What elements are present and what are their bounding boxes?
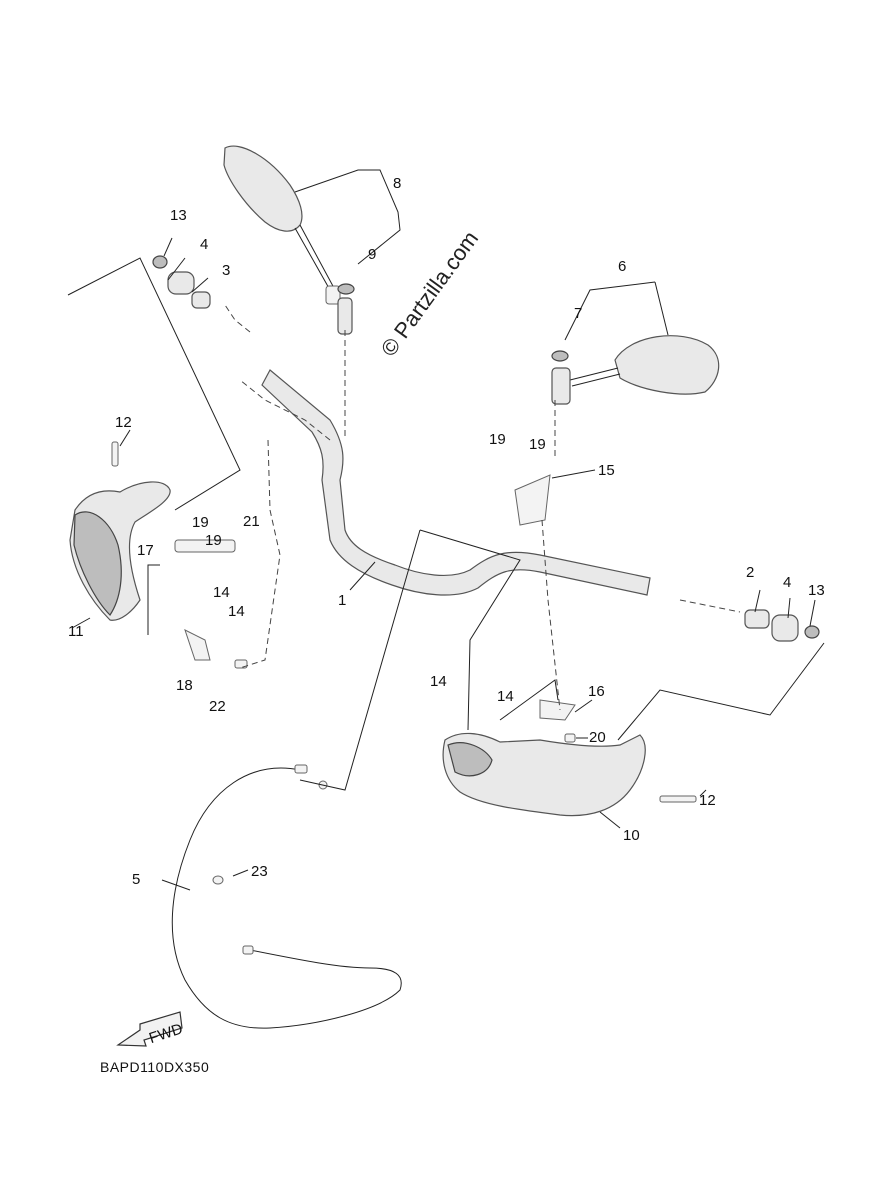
callout-19: 19 <box>192 514 209 531</box>
hardware-parts <box>111 441 697 885</box>
callout-1: 1 <box>338 592 346 609</box>
callout-8: 8 <box>393 175 401 192</box>
callout-12: 12 <box>699 792 716 809</box>
callout-19: 19 <box>529 436 546 453</box>
callout-11: 11 <box>68 623 84 640</box>
callout-13: 13 <box>170 207 187 224</box>
callout-18: 18 <box>176 677 193 694</box>
right-grip-parts <box>744 609 820 642</box>
callout-14: 14 <box>213 584 230 601</box>
callout-17: 17 <box>137 542 154 559</box>
left-mirror-part <box>223 145 355 335</box>
callout-13: 13 <box>808 582 825 599</box>
callout-20: 20 <box>589 729 606 746</box>
callout-10: 10 <box>623 827 640 844</box>
right-handguard-part <box>442 732 646 817</box>
callout-19: 19 <box>489 431 506 448</box>
watermark-text: © Partzilla.com <box>376 226 483 361</box>
callout-22: 22 <box>209 698 226 715</box>
callout-21: 21 <box>243 513 260 530</box>
callout-labels: 8 9 13 4 3 6 7 12 19 19 15 19 21 19 17 1… <box>68 175 825 888</box>
callout-7: 7 <box>574 305 582 322</box>
callout-9: 9 <box>368 246 376 263</box>
callout-14: 14 <box>497 688 514 705</box>
left-handguard-part <box>69 481 171 621</box>
fwd-arrow-icon: FWD <box>116 1011 185 1047</box>
callout-12: 12 <box>115 414 132 431</box>
callout-4: 4 <box>200 236 208 253</box>
callout-16: 16 <box>588 683 605 700</box>
callout-2: 2 <box>746 564 754 581</box>
leader-lines <box>67 169 825 891</box>
callout-5: 5 <box>132 871 140 888</box>
callout-19: 19 <box>205 532 222 549</box>
callout-15: 15 <box>598 462 615 479</box>
callout-23: 23 <box>251 863 268 880</box>
callout-6: 6 <box>618 258 626 275</box>
callout-4: 4 <box>783 574 791 591</box>
handlebar-part <box>261 369 651 596</box>
clutch-cable-part <box>171 764 402 1029</box>
left-grip-parts <box>152 255 211 309</box>
callout-3: 3 <box>222 262 230 279</box>
right-mirror-part <box>551 335 720 405</box>
callout-14: 14 <box>430 673 447 690</box>
callout-14: 14 <box>228 603 245 620</box>
diagram-code: BAPD110DX350 <box>100 1059 209 1075</box>
